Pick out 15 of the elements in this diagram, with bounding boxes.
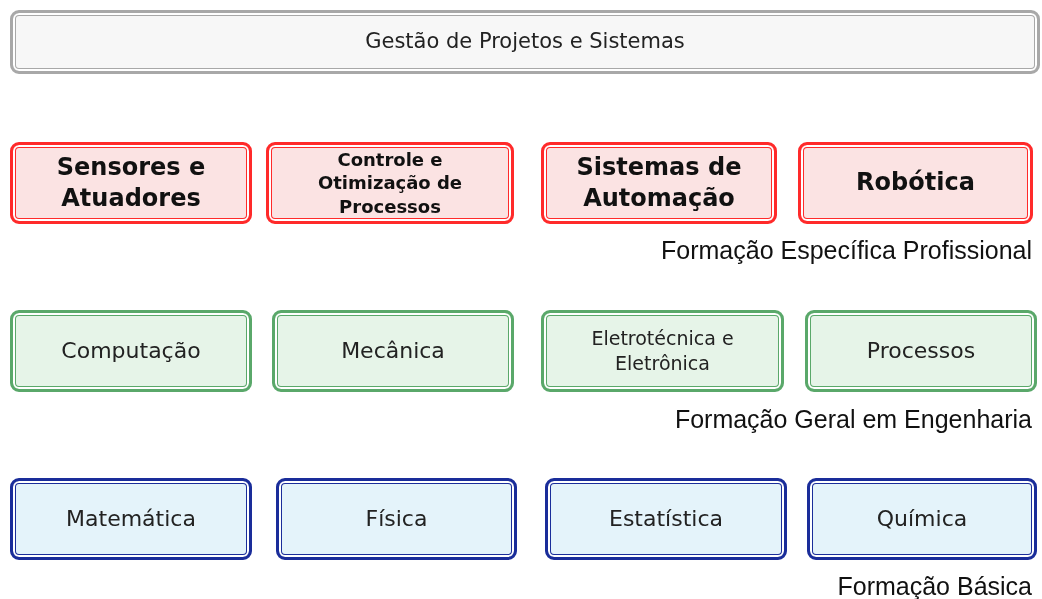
course-box: Processos — [805, 310, 1037, 392]
course-box: Sistemas de Automação — [541, 142, 777, 224]
course-box: Sensores e Atuadores — [10, 142, 252, 224]
course-box: Estatística — [545, 478, 787, 560]
course-box: Física — [276, 478, 517, 560]
title-box: Gestão de Projetos e Sistemas — [10, 10, 1040, 74]
tier-caption: Formação Geral em Engenharia — [674, 405, 1032, 434]
course-box: Robótica — [798, 142, 1033, 224]
course-box: Computação — [10, 310, 252, 392]
tier-caption: Formação Específica Profissional — [661, 236, 1032, 265]
course-box: Eletrotécnica e Eletrônica — [541, 310, 784, 392]
course-box: Química — [807, 478, 1037, 560]
course-box: Mecânica — [272, 310, 514, 392]
course-box: Matemática — [10, 478, 252, 560]
course-box: Controle e Otimização de Processos — [266, 142, 514, 224]
